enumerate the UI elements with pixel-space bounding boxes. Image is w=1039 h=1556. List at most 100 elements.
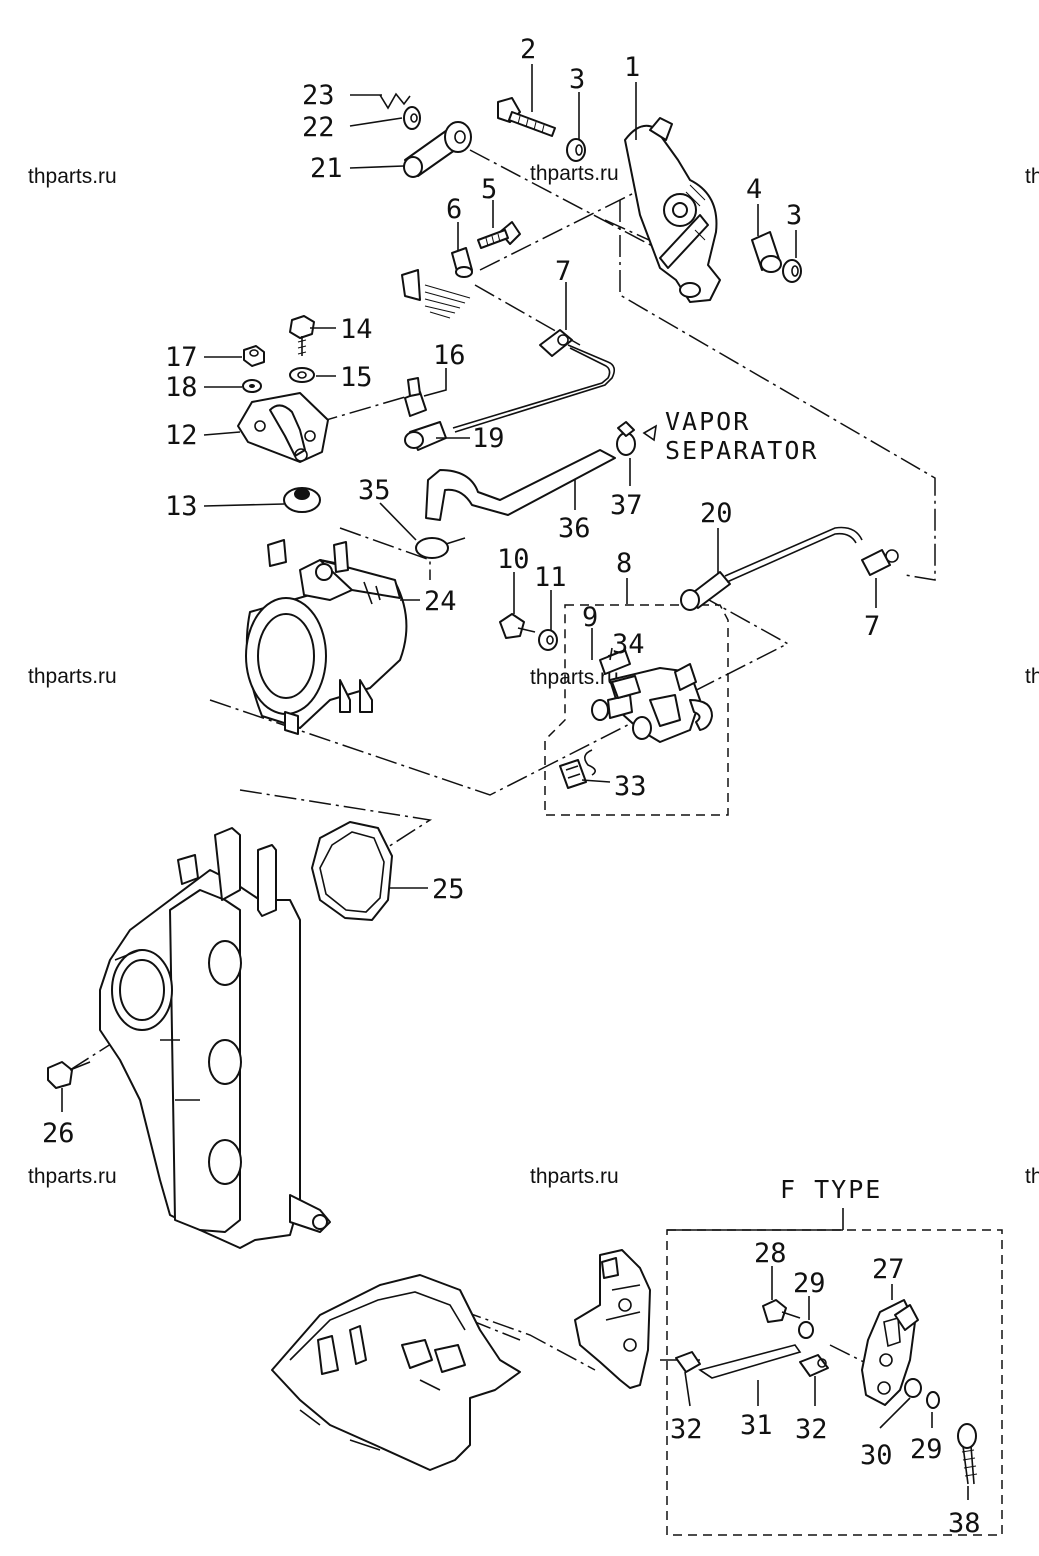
washer-part-11-hole: [546, 635, 554, 645]
callout-32a: 32: [670, 1414, 703, 1445]
leader-33: [581, 779, 611, 783]
chain-6-to-7: [474, 284, 581, 346]
leader-35: [379, 502, 417, 541]
callout-36: 36: [558, 513, 591, 544]
note-separator: SEPARATOR: [665, 436, 818, 465]
leader-12: [203, 431, 241, 436]
chain-8-to-20: [699, 594, 791, 646]
throttle-lever-part-1: [624, 117, 721, 303]
callout-2: 2: [520, 34, 536, 65]
lever-part-27: [861, 1299, 919, 1406]
gasket-part-25: [311, 821, 393, 921]
leader-30: [879, 1397, 911, 1429]
bolt-part-14: [289, 315, 315, 356]
leader-22: [349, 117, 403, 127]
clip-part-33: [559, 759, 587, 789]
bracket-plate: [401, 269, 471, 319]
hose-part-36: [425, 449, 616, 521]
callout-38: 38: [948, 1508, 981, 1539]
callout-5: 5: [481, 174, 497, 205]
watermark-edge-1: th: [1025, 165, 1039, 188]
callout-4: 4: [746, 174, 762, 205]
callout-28: 28: [754, 1238, 787, 1269]
callout-9: 9: [582, 602, 598, 633]
rod-end-part-21: [403, 121, 472, 178]
callout-15: 15: [340, 362, 373, 393]
callout-30: 30: [860, 1440, 893, 1471]
mounting-bracket-f-type: [574, 1249, 651, 1389]
clip-part-23: [379, 92, 411, 110]
intake-manifold: [99, 827, 331, 1249]
washer-part-3a-hole: [575, 144, 583, 156]
group-box-8: [544, 604, 729, 816]
chain-24-to-8: [209, 644, 786, 796]
watermark-5: thparts.ru: [28, 1165, 117, 1188]
callout-29b: 29: [910, 1434, 943, 1465]
eye-bolt-part-38: [957, 1423, 978, 1485]
callout-6: 6: [446, 194, 462, 225]
watermark-edge-2: th: [1025, 665, 1039, 688]
callout-25: 25: [432, 874, 465, 905]
callout-24: 24: [424, 586, 457, 617]
leader-13: [203, 503, 285, 507]
rod-part-31: [698, 1344, 802, 1379]
throttle-body-part-24: [245, 539, 408, 735]
callout-3b: 3: [786, 200, 802, 231]
bracket-part-12: [237, 392, 329, 463]
callout-27: 27: [872, 1254, 905, 1285]
watermark-4: thparts.ru: [530, 666, 619, 689]
chain-6-to-1: [479, 189, 641, 271]
callout-37: 37: [610, 490, 643, 521]
collar-part-30: [904, 1378, 922, 1398]
bolt-part-28: [762, 1299, 801, 1323]
callout-34: 34: [612, 629, 645, 660]
washer-part-18-hole: [249, 384, 255, 388]
callout-31: 31: [740, 1410, 773, 1441]
note-vapor: VAPOR: [665, 407, 750, 436]
watermarks: thparts.ru thparts.ru thparts.ru thparts…: [28, 162, 1039, 1188]
callout-14: 14: [340, 314, 373, 345]
washer-part-22: [403, 106, 421, 130]
callout-23: 23: [302, 80, 335, 111]
bushing-part-6: [451, 247, 473, 278]
callout-20: 20: [700, 498, 733, 529]
callout-7a: 7: [555, 256, 571, 287]
callout-10: 10: [497, 544, 530, 575]
callout-29a: 29: [793, 1268, 826, 1299]
nut-part-17: [243, 345, 265, 367]
washer-part-15-hole: [297, 371, 307, 379]
callout-21: 21: [310, 153, 343, 184]
callout-8: 8: [616, 548, 632, 579]
bolt-part-5: [477, 221, 521, 249]
watermark-3: thparts.ru: [28, 665, 117, 688]
note-f-type: F TYPE: [780, 1175, 882, 1204]
rod-part-20: [680, 526, 863, 611]
rod-clip-part-7b: [861, 549, 899, 576]
watermark-edge-3: th: [1025, 1165, 1039, 1188]
spring-part-33b: [584, 749, 596, 776]
callout-32b: 32: [795, 1414, 828, 1445]
callout-7b: 7: [864, 611, 880, 642]
watermark-1: thparts.ru: [28, 165, 117, 188]
bolt-part-10: [499, 613, 536, 639]
callout-1: 1: [624, 52, 640, 83]
leader-16: [423, 368, 447, 397]
callout-33: 33: [614, 771, 647, 802]
leader-32a: [684, 1371, 691, 1407]
grommet-part-13: [283, 487, 321, 513]
clamp-part-35: [415, 537, 466, 559]
callout-18: 18: [165, 372, 198, 403]
chain-engine-to-bracket: [459, 1309, 596, 1371]
hose-end-part-19: [404, 421, 447, 451]
washer-part-29a: [798, 1321, 814, 1339]
callout-26: 26: [42, 1118, 75, 1149]
leader-34: [609, 647, 613, 661]
callout-12: 12: [165, 420, 198, 451]
chain-24-top: [339, 527, 431, 580]
vapor-arrow: [642, 424, 658, 442]
callout-17: 17: [165, 342, 198, 373]
chain-engine-2: [469, 1319, 521, 1341]
collar-part-4: [751, 231, 782, 273]
watermark-6: thparts.ru: [530, 1165, 619, 1188]
